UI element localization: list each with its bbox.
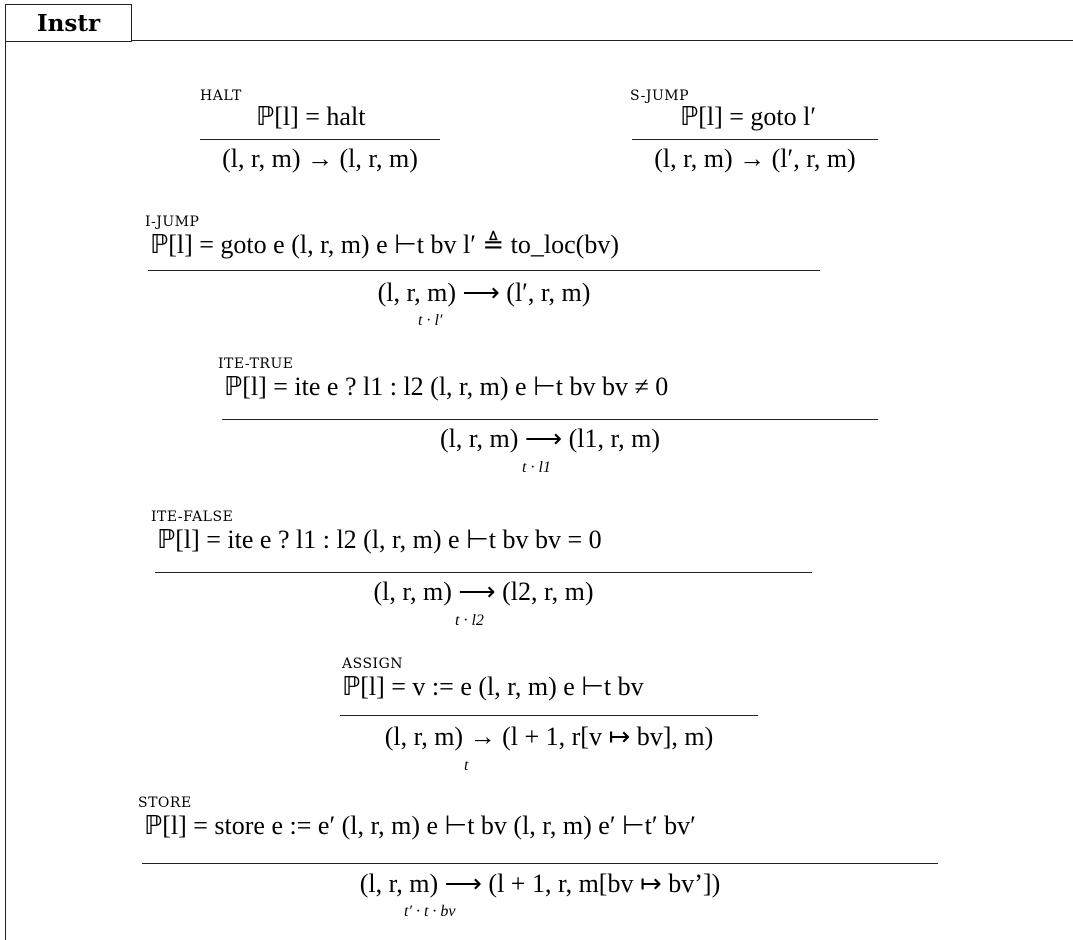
- inference-bar: [148, 270, 820, 271]
- rule-name: HALT: [200, 88, 242, 104]
- inference-bar: [200, 139, 440, 140]
- rule-name: ITE-FALSE: [151, 509, 234, 525]
- rule-name: S-JUMP: [630, 88, 689, 104]
- rule-conclusion: (l, r, m) → (l, r, m): [222, 144, 418, 173]
- rule-name: STORE: [138, 795, 192, 811]
- transition-label: t · l1: [522, 459, 551, 476]
- transition-label: t · l2: [455, 612, 484, 629]
- rule-premise: ℙ[l] = v := e (l, r, m) e ⊢t bv: [342, 672, 644, 701]
- rule-premise: ℙ[l] = goto l′: [680, 102, 817, 131]
- inference-bar: [142, 863, 938, 864]
- rule-premise: ℙ[l] = halt: [256, 102, 366, 131]
- frame-left-border: [5, 40, 6, 940]
- rule-conclusion: (l, r, m) → (l + 1, r[v ↦ bv], m): [384, 722, 714, 751]
- instr-label: Instr: [5, 4, 132, 42]
- frame-top-border: [132, 40, 1073, 41]
- rule-name: ITE-TRUE: [218, 356, 294, 372]
- rule-name: I-JUMP: [145, 214, 200, 230]
- rule-name: ASSIGN: [342, 656, 404, 672]
- rule-conclusion: (l, r, m) → (l′, r, m): [654, 144, 856, 173]
- rule-conclusion: (l, r, m) ⟶ (l + 1, r, m[bv ↦ bv’]): [359, 869, 721, 898]
- transition-label: t: [464, 757, 469, 774]
- rule-conclusion: (l, r, m) ⟶ (l′, r, m): [377, 278, 591, 307]
- rule-premise: ℙ[l] = ite e ? l1 : l2 (l, r, m) e ⊢t bv…: [157, 525, 602, 554]
- rule-conclusion: (l, r, m) ⟶ (l1, r, m): [439, 424, 661, 453]
- inference-bar: [340, 715, 758, 716]
- rule-conclusion: (l, r, m) ⟶ (l2, r, m): [373, 577, 594, 606]
- inference-bar: [632, 139, 878, 140]
- rule-premise: ℙ[l] = ite e ? l1 : l2 (l, r, m) e ⊢t bv…: [224, 372, 669, 401]
- transition-label: t′ · t · bv: [404, 903, 456, 920]
- inference-bar: [155, 572, 812, 573]
- inference-bar: [222, 419, 878, 420]
- transition-label: t · l′: [418, 312, 443, 329]
- rule-premise: ℙ[l] = goto e (l, r, m) e ⊢t bv l′ ≜ to_…: [150, 230, 619, 259]
- rule-premise: ℙ[l] = store e := e′ (l, r, m) e ⊢t bv (…: [144, 811, 696, 840]
